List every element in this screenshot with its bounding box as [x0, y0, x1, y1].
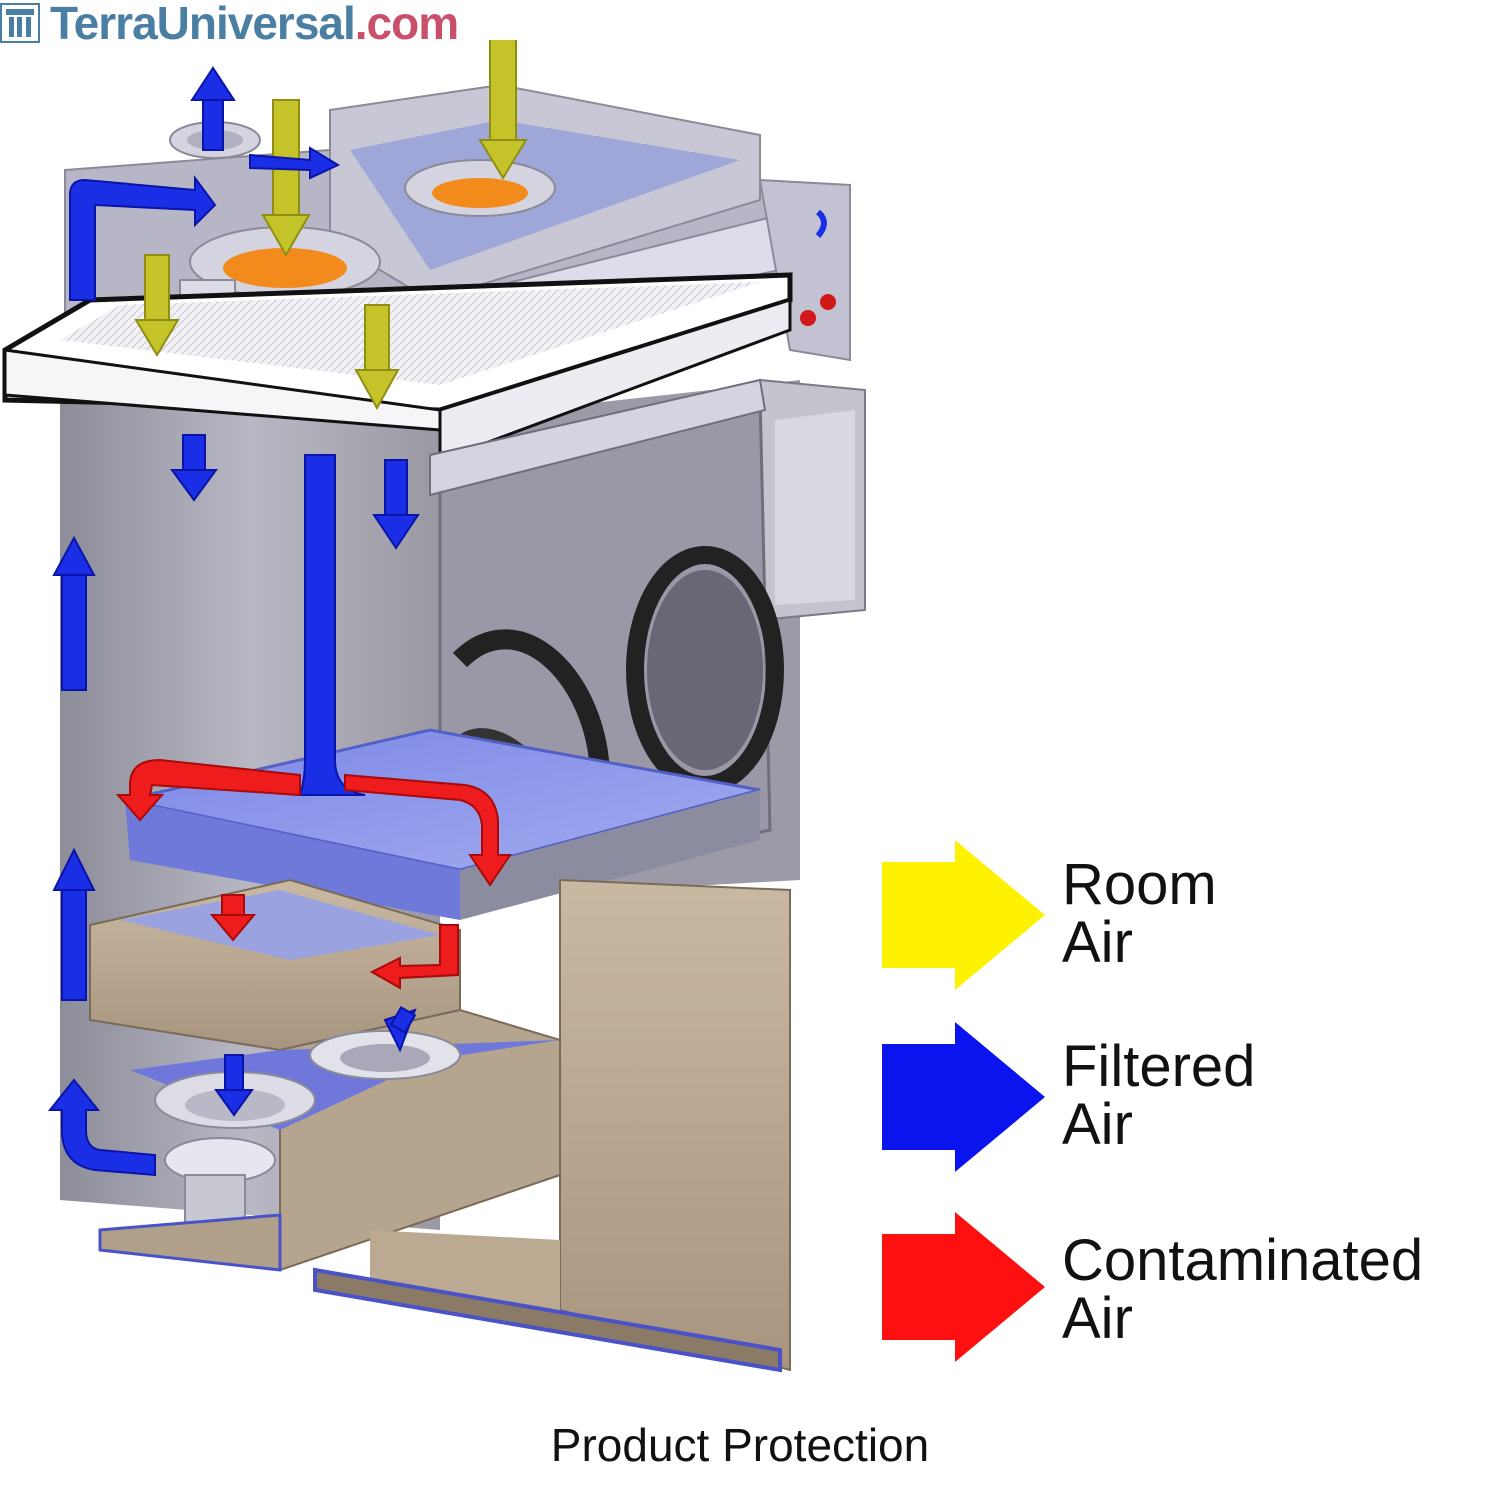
filtered-air-arrow — [52, 535, 96, 691]
contaminated-air-arrows — [115, 758, 512, 990]
brand-wordmark: TerraUniversal.com — [50, 0, 459, 49]
filtered-air-arrow — [69, 174, 217, 301]
legend-label-line: Air — [1062, 910, 1133, 975]
filtered-air-arrows — [47, 66, 420, 1177]
filtered-air-arrow — [170, 434, 218, 502]
legend-label-line: Air — [1062, 1286, 1133, 1351]
filtered-air-arrow — [52, 847, 96, 1001]
legend-label-line: Room — [1062, 852, 1217, 917]
lower-blower-right — [309, 1030, 461, 1080]
control-knob-icon — [820, 294, 836, 310]
brand-name: TerraUniversal — [50, 0, 356, 49]
hepa-filter — [2, 272, 793, 463]
contaminated-air-arrow — [209, 894, 257, 942]
terra-logo-icon — [0, 3, 40, 43]
legend-label-contaminated-air: Contaminated Air — [1062, 1232, 1423, 1348]
contaminated-air-arrow — [344, 773, 512, 887]
legend-item-room-air: Room Air — [880, 840, 1480, 990]
room-air-arrow — [354, 304, 400, 411]
gauge-icon — [815, 209, 827, 238]
legend-label-filtered-air: Filtered Air — [1062, 1038, 1255, 1154]
brand-header: TerraUniversal.com — [0, 0, 459, 49]
filtered-air-arrow — [372, 459, 420, 550]
cabinet-stand — [98, 878, 791, 1373]
room-air-arrow — [478, 40, 528, 180]
filtered-air-arrow — [298, 454, 366, 796]
legend-label-line: Filtered — [1062, 1034, 1256, 1099]
contaminated-air-arrow — [115, 758, 301, 822]
room-air-arrow — [134, 254, 180, 357]
filtered-air-arrow — [383, 1005, 417, 1053]
top-blower-right — [404, 159, 556, 217]
glove-port-right — [626, 546, 784, 794]
glovebox-airflow-diagram — [2, 40, 866, 1373]
legend-label-room-air: Room Air — [1062, 856, 1217, 972]
legend-item-filtered-air: Filtered Air — [880, 1022, 1480, 1172]
yellow-arrow-icon — [882, 840, 1045, 990]
filtered-air-arrow — [47, 1078, 156, 1177]
brand-tld: .com — [354, 0, 459, 49]
lower-plenum — [89, 878, 561, 1272]
legend-label-line: Air — [1062, 1092, 1133, 1157]
blue-arrow-icon — [882, 1022, 1045, 1172]
work-surface — [124, 728, 761, 920]
contaminated-air-arrow — [369, 924, 459, 990]
filtered-air-arrow — [249, 146, 341, 180]
diagram-caption: Product Protection — [550, 1419, 930, 1471]
legend-label-line: Contaminated — [1062, 1228, 1424, 1293]
filtered-air-arrow — [214, 1054, 254, 1117]
filtered-air-arrow — [190, 66, 236, 151]
legend-item-contaminated-air: Contaminated Air — [880, 1212, 1480, 1362]
red-arrow-icon — [882, 1212, 1045, 1362]
control-knob-icon — [800, 310, 816, 326]
